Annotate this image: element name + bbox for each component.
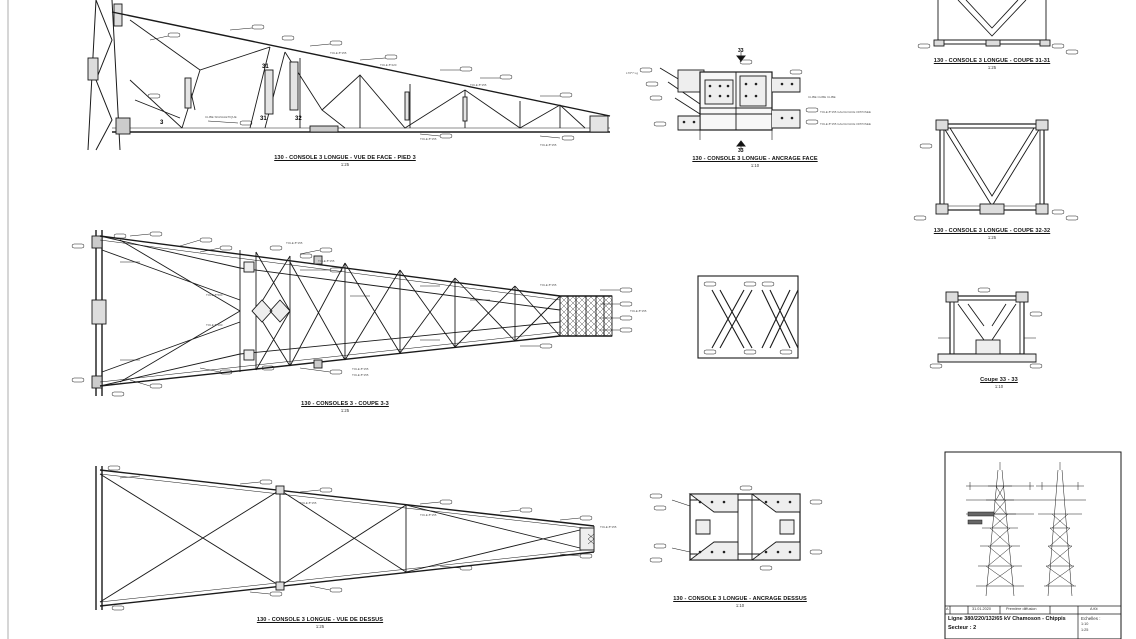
marker-31-a: 31 [262, 64, 269, 70]
caption-coupe-31: 130 - CONSOLE 3 LONGUE - COUPE 31-31 [933, 58, 1051, 64]
title-block-scale-2: 1:25 [1081, 628, 1089, 632]
scale-coupe-3-3: 1:25 [340, 408, 350, 413]
caption-ancrage-face: 130 - CONSOLE 3 LONGUE - ANCRAGE FACE [692, 156, 818, 162]
scale-ancrage-face: 1:10 [750, 163, 760, 168]
caption-coupe-3-3: 130 - CONSOLES 3 - COUPE 3-3 [301, 401, 389, 407]
svg-text:TOLE 8*155 GALVA FACE OPPOSEE: TOLE 8*155 GALVA FACE OPPOSEE [820, 110, 871, 114]
scale-coupe-31: 1:25 [987, 65, 997, 70]
view-x-brace-detail [697, 275, 799, 359]
marker-33-bottom: 33 [738, 148, 744, 154]
svg-text:TOLE 8*155: TOLE 8*155 [420, 137, 437, 141]
svg-text:TOLE 8*500: TOLE 8*500 [206, 293, 223, 297]
marker-32: 32 [295, 116, 302, 122]
svg-text:TOLE 8*155: TOLE 8*155 [286, 241, 303, 245]
view-coupe-31 [917, 0, 1079, 55]
svg-text:TOLE 8*155: TOLE 8*155 [600, 525, 617, 529]
marker-3: 3 [160, 120, 164, 126]
svg-text:TOLE 8*155: TOLE 8*155 [300, 501, 317, 505]
caption-coupe-32: 130 - CONSOLE 3 LONGUE - COUPE 32-32 [933, 228, 1051, 234]
view-coupe-33 [929, 287, 1043, 369]
svg-text:TOLE 8*155: TOLE 8*155 [420, 513, 437, 517]
svg-text:TOLE 8*220: TOLE 8*220 [380, 63, 397, 67]
svg-text:TOLE 8*155: TOLE 8*155 [352, 373, 369, 377]
marker-33-top: 33 [738, 48, 744, 54]
title-block-revision: A [946, 607, 949, 611]
title-block-date: 31.01.2020 [972, 607, 992, 611]
svg-text:TOLE 8*155: TOLE 8*155 [630, 309, 647, 313]
svg-text:TOLE 8*500: TOLE 8*500 [206, 323, 223, 327]
caption-face-pied: 130 - CONSOLE 3 LONGUE - VUE DE FACE - P… [274, 155, 416, 161]
svg-text:TOLE 8*155: TOLE 8*155 [470, 83, 487, 87]
scale-coupe-32: 1:25 [987, 235, 997, 240]
title-block-scales-label: Echelles : [1081, 616, 1101, 621]
svg-text:TOLE 8*155: TOLE 8*155 [540, 283, 557, 287]
view-ancrage-face: CLIBE CLIBE CLIBE TOLE 8*155 GALVA FACE O… [626, 52, 871, 150]
scale-ancrage-dessus: 1:10 [735, 603, 745, 608]
title-block-description: Première diffusion [1006, 607, 1037, 611]
svg-text:TOLE 8*155: TOLE 8*155 [330, 51, 347, 55]
scale-vue-dessus: 1:25 [315, 624, 325, 629]
title-block-sector: Secteur : 2 [948, 625, 977, 631]
scale-coupe-33: 1:10 [994, 384, 1004, 389]
svg-text:TOLE 8*155 GALVA FACE OPPOSEE: TOLE 8*155 GALVA FACE OPPOSEE [820, 122, 871, 126]
svg-text:TOLE 8*155: TOLE 8*155 [540, 143, 557, 147]
title-block [944, 451, 1122, 639]
svg-text:L70*7 Lg: L70*7 Lg [626, 71, 638, 75]
svg-text:TOLE 8*155: TOLE 8*155 [318, 259, 335, 263]
view-ancrage-dessus [649, 485, 823, 571]
title-block-line: Ligne 380/220/132/65 kV Chamoson - Chipp… [948, 616, 1066, 622]
svg-text:CLIBE SIGNALETIQUE: CLIBE SIGNALETIQUE [205, 115, 237, 119]
title-block-scale-1: 1:10 [1081, 622, 1089, 626]
svg-text:TOLE 8*155: TOLE 8*155 [352, 367, 369, 371]
caption-vue-dessus: 130 - CONSOLE 3 LONGUE - VUE DE DESSUS [256, 617, 384, 623]
caption-ancrage-dessus: 130 - CONSOLE 3 LONGUE - ANCRAGE DESSUS [673, 596, 807, 602]
view-coupe-32 [913, 119, 1079, 221]
scale-face-pied: 1:25 [340, 162, 350, 167]
marker-31-b: 31 [260, 116, 267, 122]
svg-text:CLIBE CLIBE CLIBE: CLIBE CLIBE CLIBE [808, 95, 836, 99]
caption-coupe-33: Coupe 33 - 33 [980, 377, 1018, 383]
title-block-index: A fût [1090, 607, 1098, 611]
